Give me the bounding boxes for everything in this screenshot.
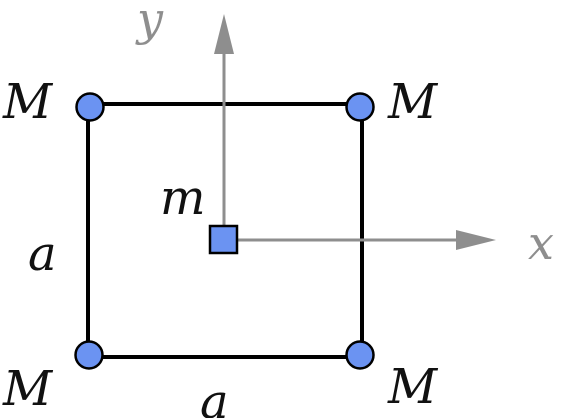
y-axis-label: y [135,0,164,46]
corner-masses [74,92,375,370]
x-axis-arrowhead-icon [456,230,496,250]
mass-bottom-right-icon [345,340,375,370]
x-axis-label: x [528,216,554,270]
mass-top-right-label: M [387,74,439,130]
center-mass-icon [208,224,239,255]
side-left-label: a [28,226,57,282]
mass-top-right-icon [345,92,375,122]
mass-top-left-icon [75,92,105,122]
y-axis-arrowhead-icon [214,14,234,54]
mass-bottom-right-label: M [387,359,439,415]
mass-bottom-left-icon [74,340,104,370]
mass-bottom-left-label: M [2,361,54,417]
mass-top-left-label: M [2,74,54,130]
center-mass-label: m [160,170,206,226]
axes [214,14,496,250]
side-bottom-label: a [200,374,229,418]
